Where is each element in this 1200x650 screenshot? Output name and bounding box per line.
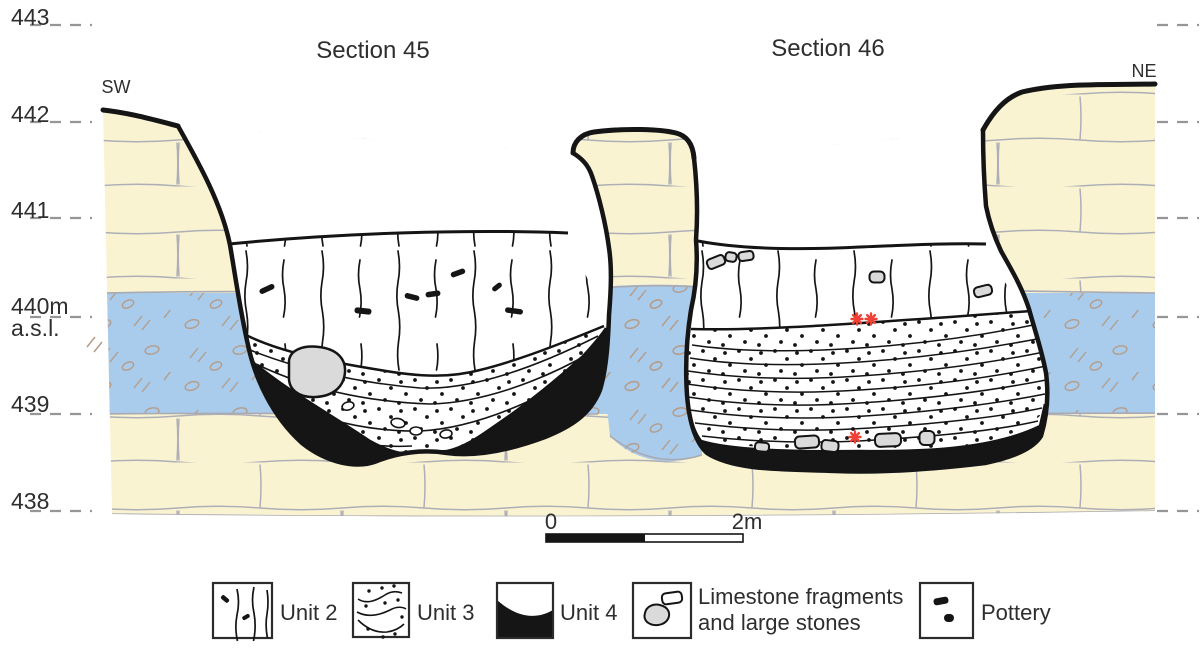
ground-surface-lines bbox=[100, 81, 1158, 161]
section-45-title: Section 45 bbox=[316, 37, 429, 64]
unit3-swatch-icon bbox=[351, 581, 411, 639]
legend-item-unit2: Unit 2 bbox=[211, 581, 337, 642]
section-46-outline bbox=[683, 127, 1050, 474]
legend-item-unit3: Unit 3 bbox=[351, 581, 474, 639]
elevation-tick: 438 bbox=[11, 488, 49, 514]
unit3-deposit bbox=[687, 311, 1046, 451]
unit2-deposit bbox=[229, 232, 604, 376]
scale-end-label: 2m bbox=[732, 509, 763, 534]
legend-item-limestone: Limestone fragments and large stones bbox=[631, 581, 903, 640]
legend-label-pottery: Pottery bbox=[981, 600, 1051, 625]
legend-item-pottery: Pottery bbox=[918, 581, 1051, 640]
legend-label-unit4: Unit 4 bbox=[560, 600, 617, 625]
section-46-pit bbox=[683, 127, 1050, 474]
legend-label-unit2: Unit 2 bbox=[280, 600, 337, 625]
section-45-outline bbox=[175, 123, 614, 467]
legend-label-limestone-2: and large stones bbox=[698, 610, 861, 635]
legend: Unit 2 Unit 3 Unit 4 Limesto bbox=[211, 581, 1051, 642]
unit2-swatch-icon bbox=[211, 581, 274, 640]
elevation-tick: 441 bbox=[11, 197, 49, 223]
legend-label-unit3: Unit 3 bbox=[417, 600, 474, 625]
unit3-deposit bbox=[246, 326, 606, 454]
elevation-asl-label: a.s.l. bbox=[11, 315, 60, 341]
elevation-axis: 443 442 441 440m a.s.l. 439 438 bbox=[11, 4, 1199, 514]
clay-hatch-marks bbox=[86, 336, 103, 353]
compass-ne-label: NE bbox=[1131, 61, 1156, 81]
elevation-tick: 440m bbox=[11, 293, 69, 319]
section-46-title: Section 46 bbox=[771, 35, 884, 62]
elevation-tick: 439 bbox=[11, 391, 49, 417]
pottery-sherds bbox=[259, 268, 523, 315]
legend-item-unit4: Unit 4 bbox=[495, 581, 617, 640]
elevation-tick: 443 bbox=[11, 4, 49, 30]
scale-zero-label: 0 bbox=[545, 509, 557, 534]
large-stone bbox=[287, 345, 347, 399]
scale-bar: 0 2m bbox=[545, 509, 763, 543]
compass-sw-label: SW bbox=[102, 77, 131, 97]
small-stones bbox=[341, 401, 453, 439]
limestone-fragments bbox=[705, 249, 994, 453]
pottery-swatch-icon bbox=[918, 581, 975, 640]
elevation-tick: 442 bbox=[11, 101, 49, 127]
legend-label-limestone-1: Limestone fragments bbox=[698, 584, 903, 609]
unit4-swatch-icon bbox=[495, 581, 555, 640]
section-45-pit bbox=[175, 123, 614, 467]
unit2-deposit bbox=[691, 242, 1031, 330]
